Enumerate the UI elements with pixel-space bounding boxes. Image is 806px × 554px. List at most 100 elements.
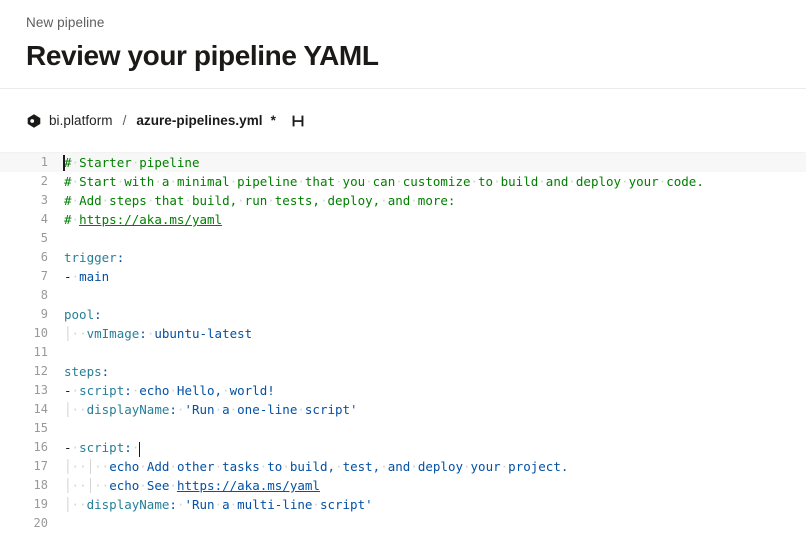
code-line[interactable]: 13-·script:·echo·Hello,·world!	[0, 381, 806, 400]
line-number: 10	[33, 326, 48, 340]
line-number: 9	[40, 307, 48, 321]
code-token: ·	[380, 459, 388, 474]
code-line[interactable]: 9 pool:	[0, 305, 806, 324]
code-token: ·	[621, 174, 629, 189]
code-token: ·	[139, 459, 147, 474]
code-token: :	[124, 383, 132, 398]
line-number: 6	[40, 250, 48, 264]
code-line[interactable]: 2 #·Start·with·a·minimal·pipeline·that·yo…	[0, 172, 806, 191]
code-token: ·	[335, 174, 343, 189]
file-name[interactable]: azure-pipelines.yml	[136, 113, 263, 128]
code-token: vmImage	[86, 326, 140, 341]
code-line[interactable]: 6 trigger:	[0, 248, 806, 267]
code-line[interactable]: 16 -·script:·	[0, 438, 806, 457]
code-token: trigger	[64, 250, 117, 265]
code-token: Hello,	[176, 383, 223, 398]
code-token: deploy,	[327, 193, 381, 208]
code-token: 'Run	[184, 402, 215, 417]
code-line[interactable]: 11	[0, 343, 806, 362]
code-token: ·	[71, 174, 80, 189]
code-line-text[interactable]: │··│··echo·See·https://aka.ms/yaml	[62, 476, 806, 495]
code-token: ·	[538, 174, 546, 189]
code-token: ·	[131, 155, 140, 170]
code-token: build,	[289, 459, 336, 474]
code-token: ·	[229, 174, 238, 189]
code-token: and	[387, 459, 411, 474]
code-token: ·	[101, 459, 110, 474]
code-line[interactable]: 7-·main	[0, 267, 806, 286]
code-token: Add	[146, 459, 170, 474]
line-number: 1	[40, 155, 48, 169]
code-line-text[interactable]: │··vmImage:·ubuntu-latest	[62, 324, 806, 343]
code-token: that	[304, 174, 336, 189]
code-token: ·	[71, 155, 80, 170]
repo-name[interactable]: bi.platform	[49, 113, 113, 128]
code-line[interactable]: 3#·Add·steps·that·build,·run·tests,·depl…	[0, 191, 806, 210]
line-number: 16	[33, 440, 48, 454]
text-cursor	[63, 155, 65, 171]
code-token: Starter	[79, 155, 132, 170]
code-token: ·	[71, 383, 80, 398]
code-token: ·	[154, 174, 162, 189]
code-token: deploy	[575, 174, 622, 189]
code-token: ·	[169, 174, 177, 189]
code-token: to	[478, 174, 494, 189]
code-line[interactable]: 19│··displayName:·'Run·a·multi-line·scri…	[0, 495, 806, 514]
code-line-text[interactable]: -·script:·echo·Hello,·world!	[62, 381, 806, 400]
code-token: -	[64, 440, 72, 455]
code-line-text[interactable]: │··│··echo·Add·other·tasks·to·build,·tes…	[62, 457, 806, 476]
code-line[interactable]: 10 │··vmImage:·ubuntu-latest	[0, 324, 806, 343]
code-line[interactable]: 20	[0, 514, 806, 533]
line-number: 19	[33, 497, 48, 511]
code-line-text[interactable]: trigger:	[62, 248, 806, 267]
code-token: │	[64, 459, 72, 474]
code-line[interactable]: 15	[0, 419, 806, 438]
code-token: ·	[658, 174, 667, 189]
code-token: :	[101, 364, 110, 379]
code-line[interactable]: 1 #·Starter·pipeline	[0, 153, 806, 172]
code-line-text[interactable]: #·Start·with·a·minimal·pipeline·that·you…	[62, 172, 806, 191]
code-token: ·	[94, 459, 102, 474]
code-line-text[interactable]: steps:	[62, 362, 806, 381]
code-line[interactable]: 18│··│··echo·See·https://aka.ms/yaml	[0, 476, 806, 495]
code-line[interactable]: 17│··│··echo·Add·other·tasks·to·build,·t…	[0, 457, 806, 476]
code-token: ·	[410, 459, 418, 474]
code-line-text[interactable]: │··displayName:·'Run·a·multi-line·script…	[62, 495, 806, 514]
code-line-text[interactable]: -·script:·	[62, 438, 806, 457]
code-token: tasks	[222, 459, 260, 474]
code-token: world!	[229, 383, 275, 398]
line-number: 5	[40, 231, 48, 245]
code-line-text[interactable]: │··displayName:·'Run·a·one-line·script'	[62, 400, 806, 419]
code-token: build,	[191, 193, 238, 208]
code-token: ·	[71, 402, 80, 417]
yaml-code-editor[interactable]: 1 #·Starter·pipeline 2 #·Start·with·a·minim…	[0, 153, 806, 554]
code-token: you	[342, 174, 366, 189]
code-token: ·	[222, 383, 230, 398]
code-token: script'	[319, 497, 373, 512]
code-line[interactable]: 5	[0, 229, 806, 248]
code-line[interactable]: 14│··displayName:·'Run·a·one-line·script…	[0, 400, 806, 419]
code-token: project.	[508, 459, 569, 474]
code-token: build	[500, 174, 539, 189]
code-token: script	[79, 440, 125, 455]
code-token: deploy	[417, 459, 463, 474]
code-token: ·	[229, 497, 238, 512]
code-line-text[interactable]: #·Add·steps·that·build,·run·tests,·deplo…	[62, 191, 806, 210]
code-token: ·	[146, 193, 155, 208]
compare-changes-icon[interactable]	[290, 113, 306, 129]
code-token: :	[169, 497, 177, 512]
code-line-text[interactable]: -·main	[62, 267, 806, 286]
code-token: │	[86, 459, 95, 474]
code-token: script'	[304, 402, 358, 417]
code-token: ·	[395, 174, 403, 189]
code-line[interactable]: 4#·https://aka.ms/yaml	[0, 210, 806, 229]
code-token: ·	[214, 497, 223, 512]
code-line-text[interactable]: #·https://aka.ms/yaml	[62, 210, 806, 229]
code-line-text[interactable]: pool:	[62, 305, 806, 324]
code-line[interactable]: 8	[0, 286, 806, 305]
line-number: 2	[40, 174, 48, 188]
code-token: -	[64, 269, 72, 284]
code-line-text[interactable]: #·Starter·pipeline	[62, 153, 806, 172]
code-token: code.	[666, 174, 704, 189]
